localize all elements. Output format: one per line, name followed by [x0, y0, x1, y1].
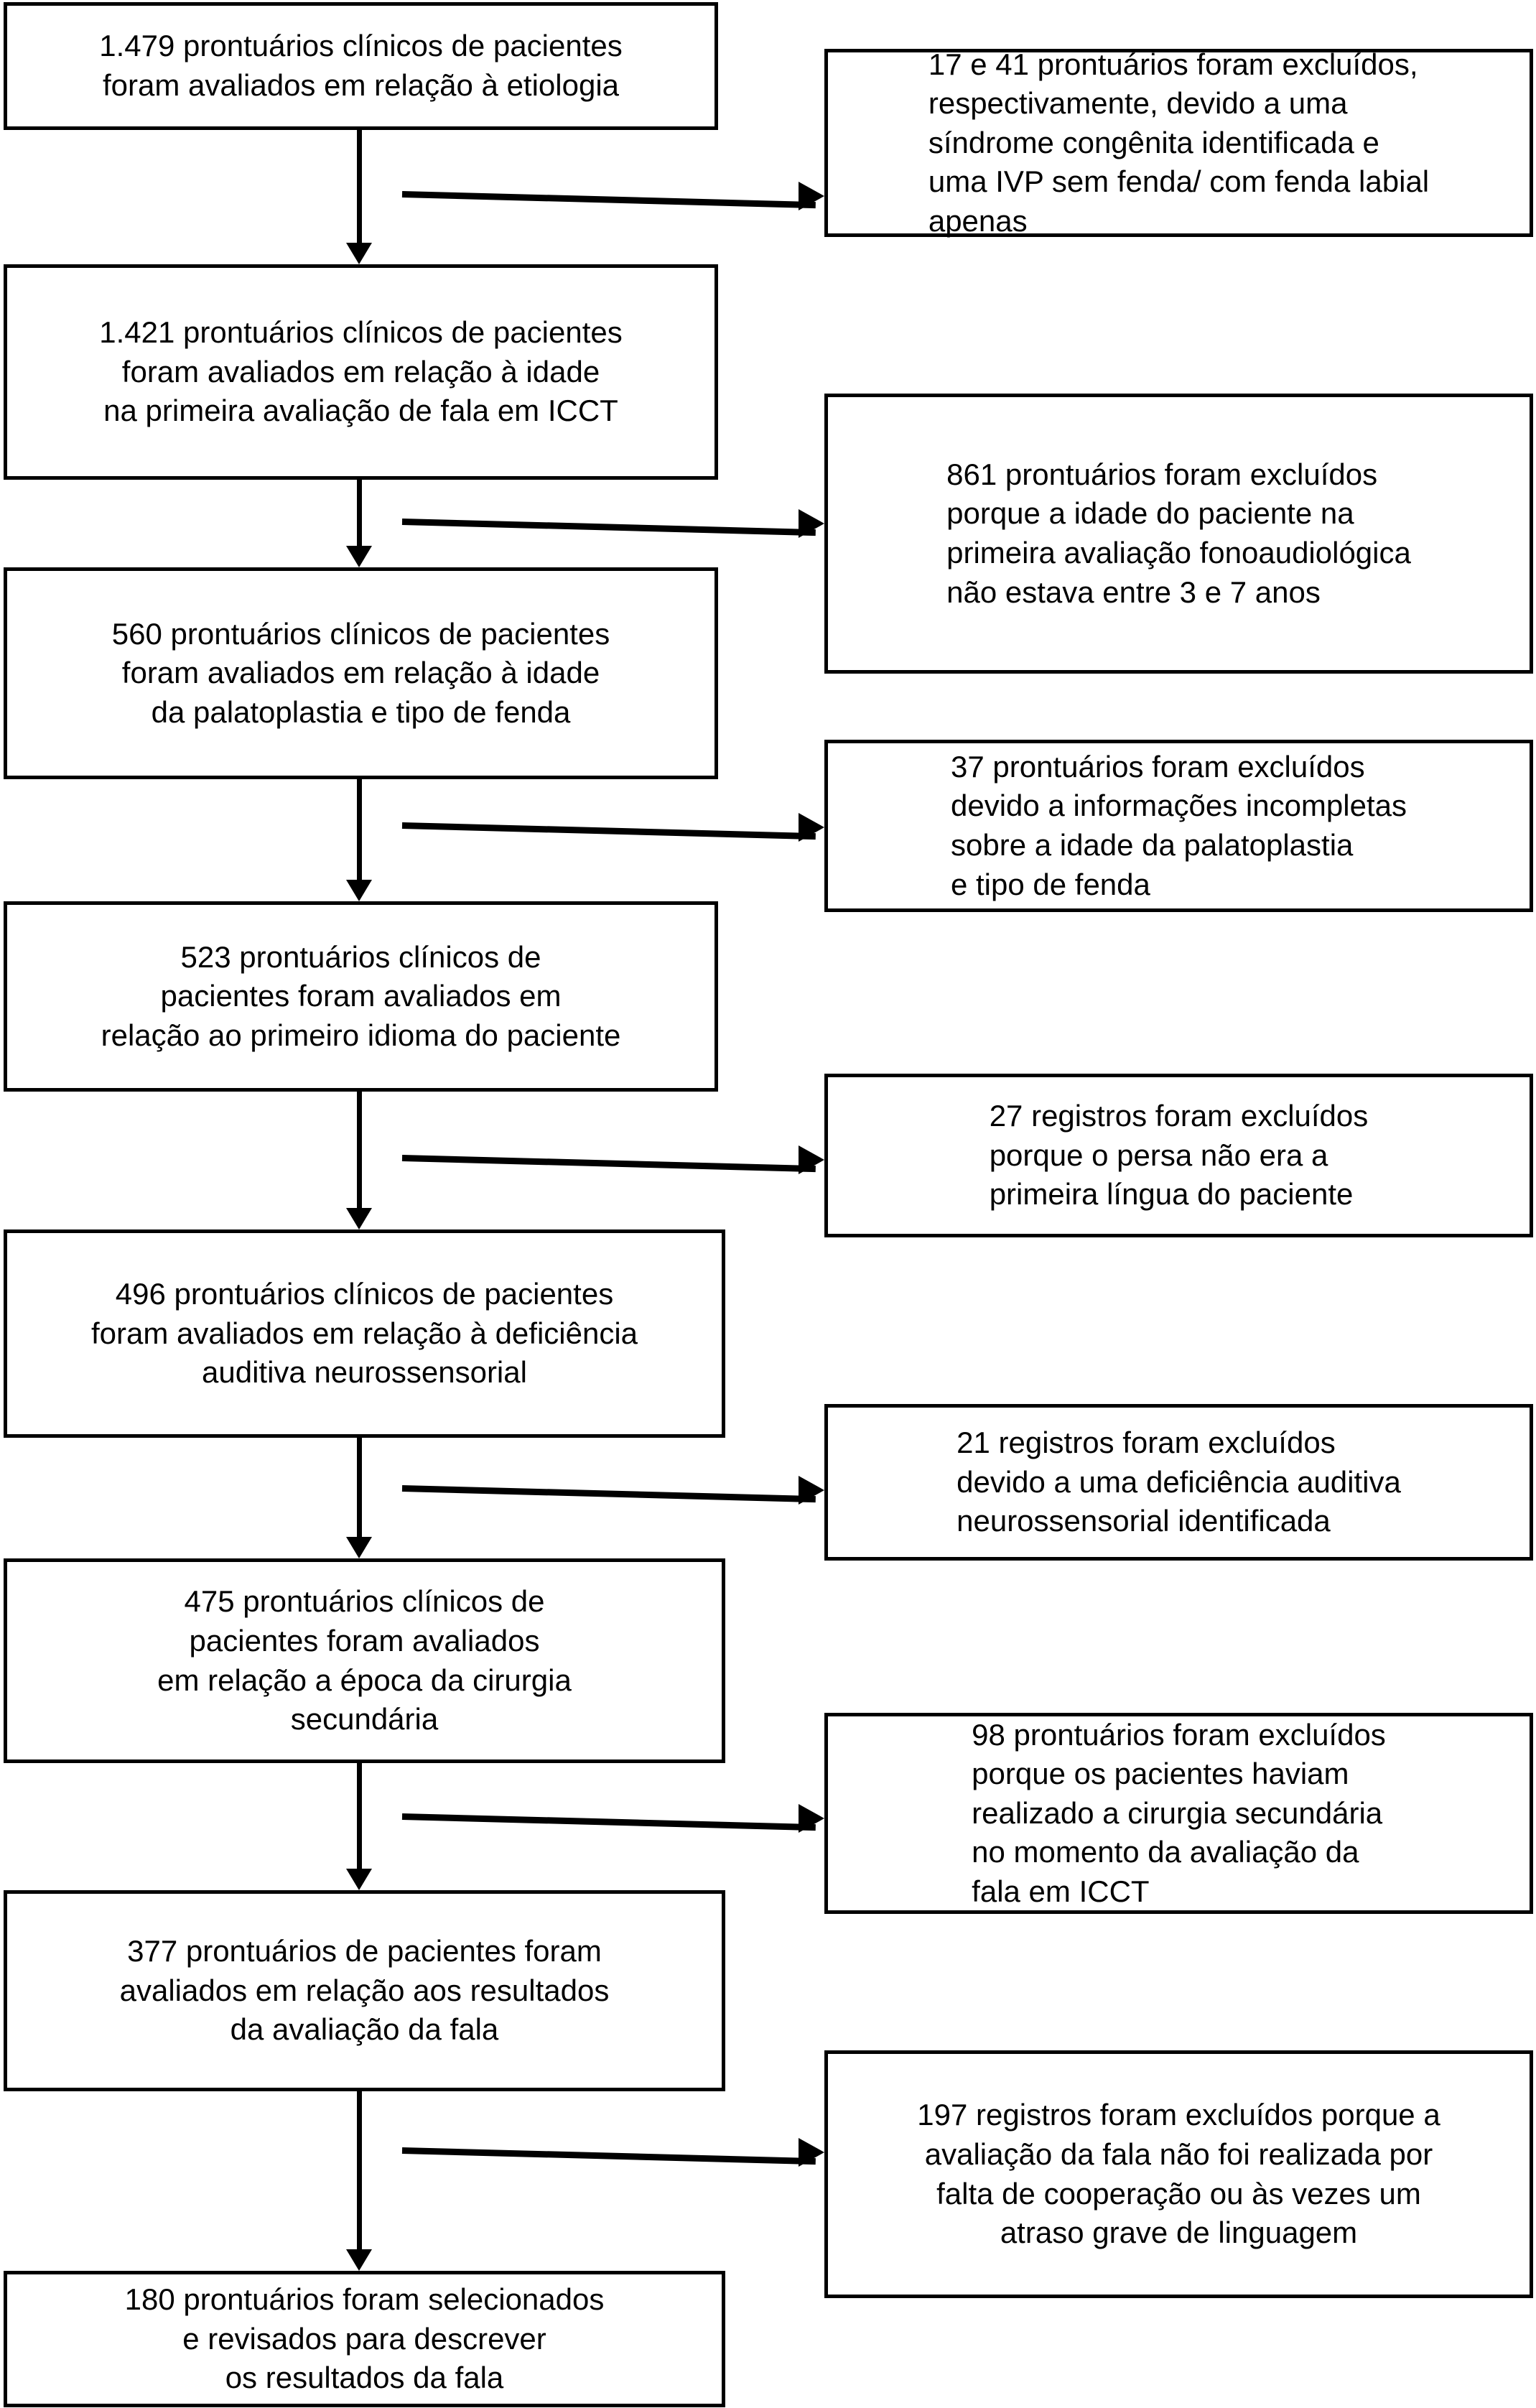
flow-node-180-text: 180 prontuários foram selecionados e rev…	[124, 2282, 605, 2395]
exclusion-box-21: 21 registros foram excluídos devido a um…	[824, 1404, 1533, 1561]
flow-node-180: 180 prontuários foram selecionados e rev…	[4, 2271, 725, 2407]
flow-node-1479-text: 1.479 prontuários clínicos de pacientes …	[99, 29, 623, 102]
exclusion-box-98-text: 98 prontuários foram excluídos porque os…	[972, 1717, 1386, 1908]
flow-node-1421-text: 1.421 prontuários clínicos de pacientes …	[99, 315, 623, 428]
flow-node-1421: 1.421 prontuários clínicos de pacientes …	[4, 264, 718, 480]
exclusion-box-27: 27 registros foram excluídos porque o pe…	[824, 1074, 1533, 1237]
exclusion-box-17-41: 17 e 41 prontuários foram excluídos, res…	[824, 47, 1533, 238]
exclusion-box-37-text: 37 prontuários foram excluídos devido a …	[950, 749, 1407, 901]
exclusion-box-98: 98 prontuários foram excluídos porque os…	[824, 1713, 1533, 1914]
flow-node-377: 377 prontuários de pacientes foram avali…	[4, 1890, 725, 2091]
exclusion-box-197-text: 197 registros foram excluídos porque a a…	[917, 2098, 1440, 2250]
exclusion-box-21-text: 21 registros foram excluídos devido a um…	[956, 1426, 1401, 1538]
exclusion-box-861-text: 861 prontuários foram excluídos porque a…	[946, 457, 1411, 609]
exclusion-box-197: 197 registros foram excluídos porque a a…	[824, 2050, 1533, 2298]
flow-node-523-text: 523 prontuários clínicos de pacientes fo…	[101, 939, 621, 1052]
flow-node-560-text: 560 prontuários clínicos de pacientes fo…	[111, 616, 610, 729]
flow-node-523: 523 prontuários clínicos de pacientes fo…	[4, 901, 718, 1092]
exclusion-box-27-text: 27 registros foram excluídos porque o pe…	[989, 1099, 1369, 1212]
flow-node-560: 560 prontuários clínicos de pacientes fo…	[4, 567, 718, 779]
flow-node-1479: 1.479 prontuários clínicos de pacientes …	[4, 2, 718, 130]
flow-node-377-text: 377 prontuários de pacientes foram avali…	[119, 1934, 610, 2047]
exclusion-box-861: 861 prontuários foram excluídos porque a…	[824, 394, 1533, 674]
exclusion-box-37: 37 prontuários foram excluídos devido a …	[824, 740, 1533, 912]
flow-node-496-text: 496 prontuários clínicos de pacientes fo…	[90, 1277, 638, 1390]
flow-node-475-text: 475 prontuários clínicos de pacientes fo…	[157, 1584, 572, 1737]
flow-node-475: 475 prontuários clínicos de pacientes fo…	[4, 1558, 725, 1763]
flow-node-496: 496 prontuários clínicos de pacientes fo…	[4, 1229, 725, 1438]
exclusion-box-17-41-text: 17 e 41 prontuários foram excluídos, res…	[928, 47, 1430, 238]
